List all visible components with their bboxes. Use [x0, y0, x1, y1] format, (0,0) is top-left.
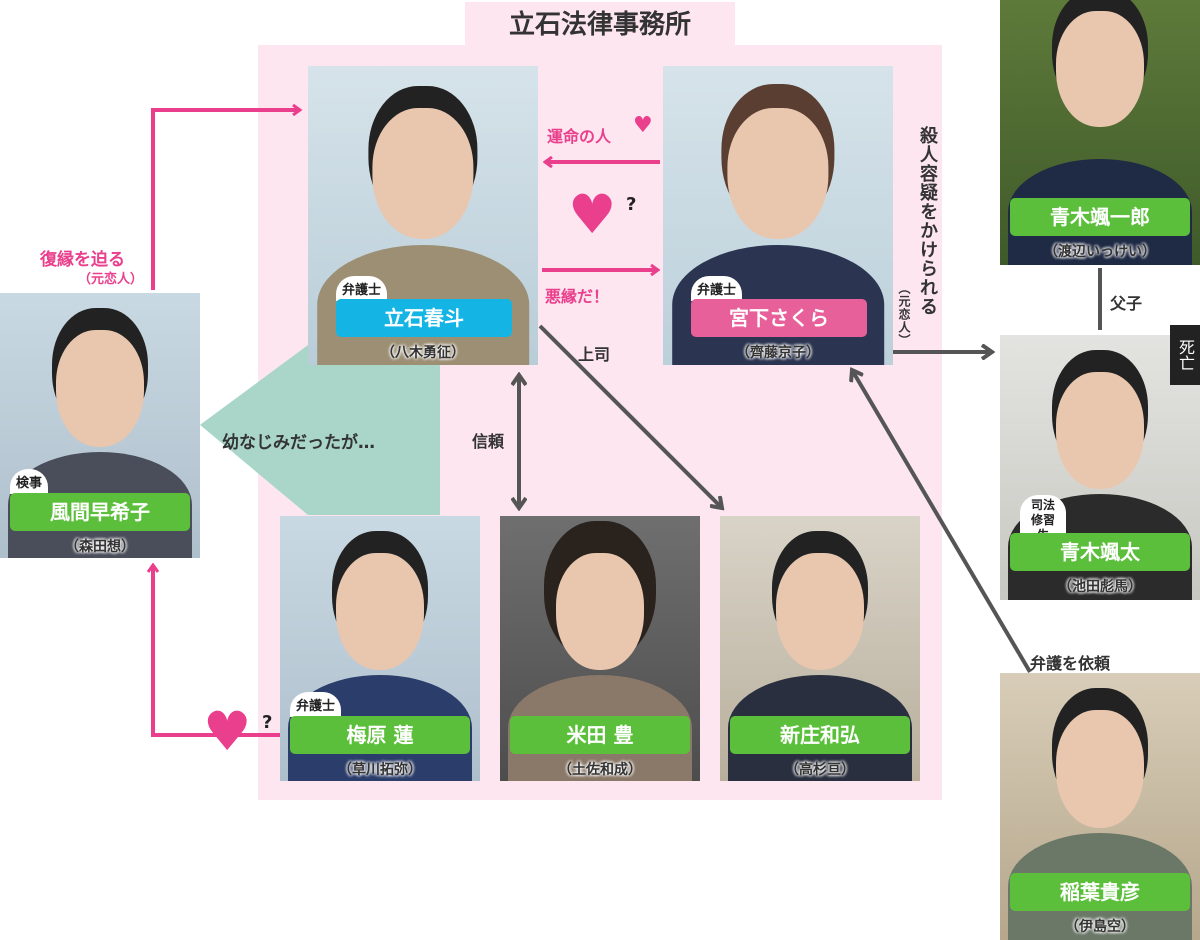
- photo-head: [727, 107, 829, 240]
- card-inaba[interactable]: 稲葉貴彦 （伊島空）: [1000, 673, 1200, 940]
- actor-name: （八木勇征）: [381, 345, 465, 361]
- childhood-friend-label: 幼なじみだったが…: [222, 433, 375, 453]
- label-fukuen: 復縁を迫る: [40, 250, 125, 270]
- name-label: 新庄和弘: [730, 716, 910, 754]
- role-badge: 弁護士: [290, 692, 342, 717]
- label-joushi: 上司: [578, 345, 611, 364]
- actor-name: （土佐和成）: [558, 762, 642, 778]
- card-miyashita[interactable]: 弁護士 宮下さくら （齊藤京子）: [663, 66, 893, 365]
- office-title: 立石法律事務所: [465, 2, 735, 48]
- name-label: 青木颯太: [1010, 533, 1190, 571]
- photo-head: [56, 330, 144, 447]
- arrow-boss: [538, 324, 722, 508]
- arrow-kazama-to-tateishi: [151, 110, 300, 290]
- label-bengo-irai: 弁護を依頼: [1030, 654, 1111, 673]
- card-aoki-father[interactable]: 青木颯一郎 （渡辺いっけい）: [1000, 0, 1200, 265]
- name-label: 立石春斗: [336, 299, 512, 337]
- card-kazama[interactable]: 検事 風間早希子 （森田想）: [0, 293, 200, 558]
- label-shinrai: 信頼: [472, 432, 505, 451]
- card-tateishi[interactable]: 弁護士 立石春斗 （八木勇征）: [308, 66, 538, 365]
- photo-head: [1056, 372, 1144, 489]
- actor-name: （草川拓弥）: [338, 762, 422, 778]
- photo-head: [1056, 710, 1144, 828]
- photo-head: [372, 107, 474, 240]
- role-badge: 弁護士: [336, 276, 388, 301]
- name-label: 風間早希子: [10, 493, 190, 531]
- arrow-umehara-to-kazama: [153, 565, 280, 737]
- label-moto-koibito: （元恋人）: [78, 272, 144, 287]
- photo-head: [776, 553, 864, 670]
- name-label: 青木颯一郎: [1010, 198, 1190, 236]
- name-label: 米田 豊: [510, 716, 690, 754]
- label-akuen: 悪縁だ！: [545, 287, 610, 306]
- label-satsujin-note: （元恋人）: [897, 282, 911, 347]
- photo-head: [336, 553, 424, 670]
- role-badge: 弁護士: [691, 276, 743, 301]
- actor-name: （齊藤京子）: [736, 345, 820, 361]
- card-yoneda[interactable]: 米田 豊 （土佐和成）: [500, 516, 700, 781]
- actor-name: （伊島空）: [1065, 919, 1135, 935]
- actor-name: （森田想）: [65, 539, 135, 555]
- actor-name: （高杉亘）: [785, 762, 855, 778]
- card-aoki-son[interactable]: 司法修習生 青木颯太 （池田彪馬）: [1000, 335, 1200, 600]
- name-label: 梅原 蓮: [290, 716, 470, 754]
- role-badge: 検事: [10, 469, 49, 494]
- label-fushi: 父子: [1110, 294, 1143, 313]
- card-umehara[interactable]: 弁護士 梅原 蓮 （草川拓弥）: [280, 516, 480, 781]
- name-label: 稲葉貴彦: [1010, 873, 1190, 911]
- photo-head: [1056, 10, 1144, 128]
- heart-icon: ♥: [633, 113, 653, 138]
- label-unmei: 運命の人: [547, 127, 612, 146]
- actor-name: （池田彪馬）: [1058, 579, 1142, 595]
- actor-name: （渡辺いっけい）: [1044, 244, 1156, 260]
- question-mark: ?: [262, 712, 273, 733]
- card-shinjo[interactable]: 新庄和弘 （高杉亘）: [720, 516, 920, 781]
- arrow-defense-request: [852, 370, 1032, 674]
- photo-head: [556, 553, 644, 670]
- question-mark: ?: [626, 194, 637, 215]
- deceased-badge: 死亡: [1170, 325, 1200, 385]
- name-label: 宮下さくら: [691, 299, 867, 337]
- heart-icon: ♥: [568, 183, 617, 246]
- label-satsujin: 殺人容疑をかけられる: [917, 126, 938, 316]
- heart-icon: ♥: [203, 700, 252, 763]
